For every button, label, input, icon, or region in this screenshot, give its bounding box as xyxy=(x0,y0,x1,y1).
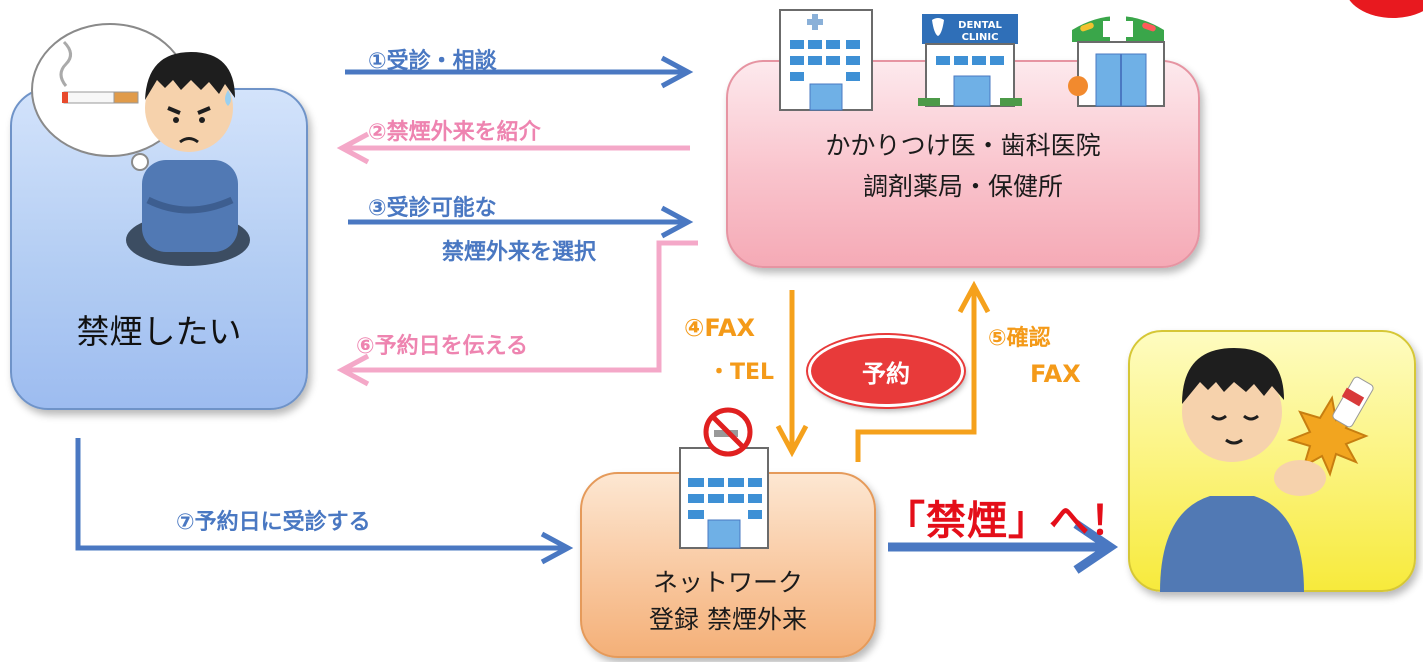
arrow-to-goal xyxy=(888,520,1119,574)
cessation-clinic-label-line2: 登録 禁煙外来 xyxy=(649,605,807,634)
dental-sign-line2: CLINIC xyxy=(962,32,999,43)
arrow-step3 xyxy=(348,205,694,239)
reservation-badge: 予約 xyxy=(808,335,964,407)
step4-label-line2: ・TEL xyxy=(708,360,775,385)
arrow-step6 xyxy=(336,240,698,387)
arrow-step4 xyxy=(775,290,809,458)
arrow-step7 xyxy=(75,438,574,565)
step3-label-line1: ③受診可能な xyxy=(368,196,497,221)
goal-text: 「禁煙」へ！ xyxy=(885,498,1131,544)
primary-care-label-line2: 調剤薬局・保健所 xyxy=(862,172,1063,201)
step5-label-line2: FAX xyxy=(1030,360,1081,388)
hospital-building-icon xyxy=(779,9,873,111)
step5-label-line1: ⑤確認 xyxy=(988,326,1051,351)
step7-label: ⑦予約日に受診する xyxy=(176,510,371,535)
patient-label: 禁煙したい xyxy=(76,312,242,351)
worried-man-icon xyxy=(126,52,250,266)
dental-sign-line1: DENTAL xyxy=(958,20,1002,31)
arrow-step2 xyxy=(336,131,690,165)
dental-clinic-icon: DENTAL CLINIC xyxy=(918,14,1022,107)
arrow-step1 xyxy=(345,55,694,89)
step4-label-line1: ④FAX xyxy=(684,314,756,342)
step2-label: ②禁煙外来を紹介 xyxy=(368,120,541,145)
no-smoking-hospital-icon xyxy=(679,407,769,549)
cessation-clinic-label-line1: ネットワーク xyxy=(652,568,803,597)
step1-label: ①受診・相談 xyxy=(368,49,497,74)
relieved-man-icon xyxy=(1160,348,1374,592)
step6-label: ⑥予約日を伝える xyxy=(356,334,528,359)
arrow-step5 xyxy=(855,280,991,462)
step3-label-line2: 禁煙外来を選択 xyxy=(442,240,597,265)
pharmacy-icon xyxy=(1068,14,1165,107)
primary-care-label-line1: かかりつけ医・歯科医院 xyxy=(825,131,1101,160)
